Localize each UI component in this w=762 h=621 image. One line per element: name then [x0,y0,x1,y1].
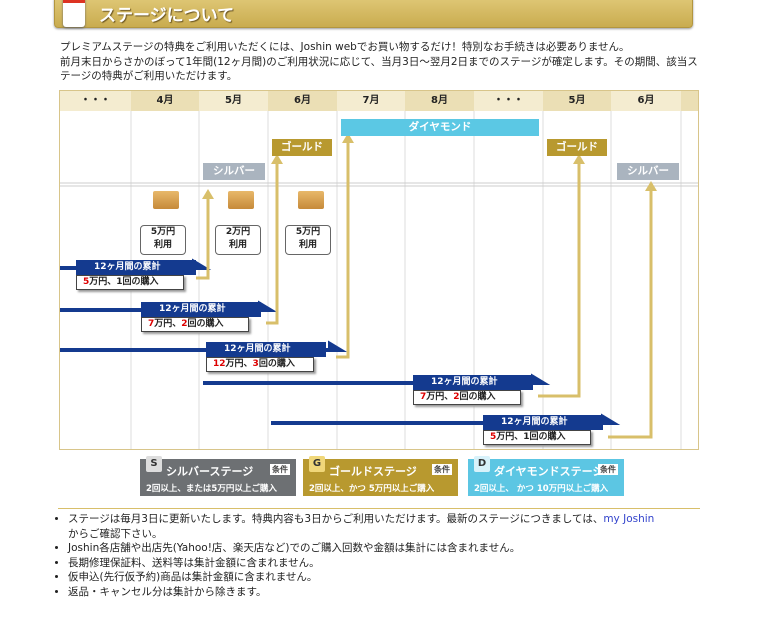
package-icon [298,191,324,209]
package-icon [153,191,179,209]
my-joshin-link[interactable]: my Joshin [603,513,655,525]
usage-bubble: 5万円利用 [285,225,331,255]
diamond-badge-icon: D [474,456,490,472]
usage-bubble: 2万円利用 [215,225,261,255]
month-header: 6月 [268,91,337,111]
month-header: 5月 [199,91,268,111]
intro-line: プレミアムステージの特典をご利用いただくには、Joshin webでお買い物する… [60,41,630,53]
intro-line: 前月末日からさかのぼって1年間(12ヶ月間)のご利用状況に応じて、当月3日～翌月… [60,55,698,83]
stage-gold: ゴールド [547,139,607,156]
stage-gold: ゴールド [272,139,332,156]
month-header: ・・・ [474,91,543,111]
intro-text: プレミアムステージの特典をご利用いただくには、Joshin webでお買い物する… [60,40,700,84]
calendar-icon [63,0,85,27]
package-icon [228,191,254,209]
section-title: ステージについて [99,6,235,26]
note-item: Joshin各店舗や出店先(Yahoo!店、楽天店など)でのご購入回数や金額は集… [68,541,708,556]
note-item: 長期修理保証料、送料等は集計金額に含まれません。 [68,556,708,571]
note-item: 仮申込(先行仮予約)商品は集計金額に含まれません。 [68,570,708,585]
stage-silver: シルバー [203,163,265,180]
notes-list: ステージは毎月3日に更新いたします。特典内容も3日からご利用いただけます。最新の… [48,512,708,600]
note-item: 返品・キャンセル分は集計から除きます。 [68,585,708,600]
section-header: ステージについて [54,0,693,28]
gold-badge-icon: G [309,456,325,472]
usage-bubble: 5万円利用 [140,225,186,255]
stage-timeline-diagram: ・・・ 4月 5月 6月 7月 8月 ・・・ 5月 6月 ダイヤモンド ゴールド… [59,90,699,450]
month-header: 5月 [543,91,611,111]
silver-badge-icon: S [146,456,162,472]
month-header: 8月 [405,91,474,111]
month-header: 4月 [131,91,199,111]
month-header: 7月 [337,91,405,111]
month-header-edge [681,91,698,111]
month-header: 6月 [611,91,681,111]
month-header: ・・・ [60,91,131,111]
note-item: ステージは毎月3日に更新いたします。特典内容も3日からご利用いただけます。最新の… [68,512,708,541]
stage-silver: シルバー [617,163,679,180]
divider [58,508,700,509]
stage-diamond: ダイヤモンド [341,119,539,136]
